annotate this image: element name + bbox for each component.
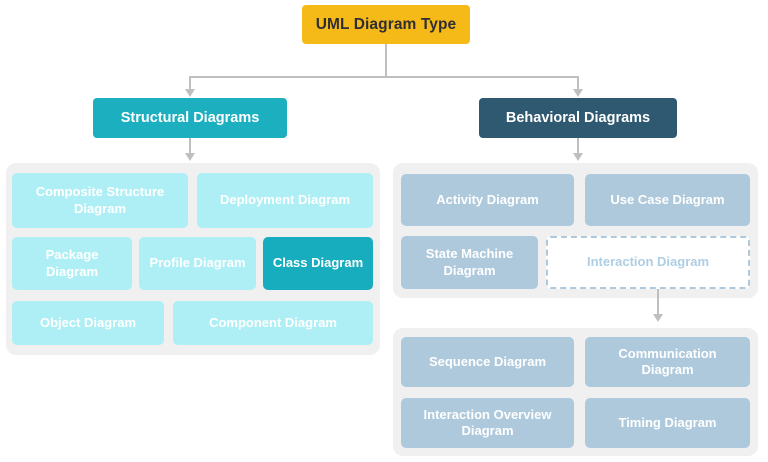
node-structural-diagrams[interactable]: Structural Diagrams xyxy=(93,98,287,138)
arrow-head-interaction-panel xyxy=(652,314,663,322)
connector-to-behavioral xyxy=(577,76,579,90)
arrow-head-behavioral-panel xyxy=(572,153,583,161)
arrow-head-structural-panel xyxy=(184,153,195,161)
connector-to-structural xyxy=(189,76,191,90)
leaf-timing-diagram[interactable]: Timing Diagram xyxy=(585,398,750,448)
leaf-composite-structure-diagram[interactable]: Composite Structure Diagram xyxy=(12,173,188,228)
connector-root-bus xyxy=(189,76,579,78)
node-uml-diagram-type[interactable]: UML Diagram Type xyxy=(302,5,470,44)
leaf-component-diagram[interactable]: Component Diagram xyxy=(173,301,373,345)
leaf-label: Communication Diagram xyxy=(618,345,717,377)
leaf-label: Activity Diagram xyxy=(436,191,539,207)
node-label: UML Diagram Type xyxy=(315,15,457,33)
leaf-label: Object Diagram xyxy=(39,314,137,330)
leaf-interaction-diagram[interactable]: Interaction Diagram xyxy=(546,236,750,289)
leaf-label: Deployment Diagram xyxy=(219,192,351,208)
leaf-label: Profile Diagram xyxy=(149,255,246,271)
leaf-activity-diagram[interactable]: Activity Diagram xyxy=(401,174,574,226)
connector-root-stem xyxy=(385,44,387,78)
arrow-head-structural xyxy=(184,89,195,97)
leaf-label: Class Diagram xyxy=(272,255,364,271)
leaf-object-diagram[interactable]: Object Diagram xyxy=(12,301,164,345)
leaf-label: Interaction Overview Diagram xyxy=(423,406,552,438)
connector-structural-to-panel xyxy=(189,138,191,154)
leaf-label: Component Diagram xyxy=(209,314,337,330)
connector-behavioral-to-panel xyxy=(577,138,579,154)
leaf-profile-diagram[interactable]: Profile Diagram xyxy=(139,237,256,290)
leaf-label: Package Diagram xyxy=(45,247,99,279)
node-label: Behavioral Diagrams xyxy=(505,109,651,126)
arrow-head-behavioral xyxy=(572,89,583,97)
leaf-sequence-diagram[interactable]: Sequence Diagram xyxy=(401,337,574,387)
node-behavioral-diagrams[interactable]: Behavioral Diagrams xyxy=(479,98,677,138)
leaf-package-diagram[interactable]: Package Diagram xyxy=(12,237,132,290)
node-label: Structural Diagrams xyxy=(120,109,260,126)
leaf-deployment-diagram[interactable]: Deployment Diagram xyxy=(197,173,373,228)
leaf-use-case-diagram[interactable]: Use Case Diagram xyxy=(585,174,750,226)
connector-interaction-to-panel xyxy=(657,289,659,315)
leaf-state-machine-diagram[interactable]: State Machine Diagram xyxy=(401,236,538,289)
leaf-label: Interaction Diagram xyxy=(586,254,710,270)
leaf-label: Composite Structure Diagram xyxy=(35,184,165,216)
leaf-label: Use Case Diagram xyxy=(610,191,725,207)
leaf-label: Timing Diagram xyxy=(618,414,717,430)
leaf-interaction-overview-diagram[interactable]: Interaction Overview Diagram xyxy=(401,398,574,448)
leaf-class-diagram[interactable]: Class Diagram xyxy=(263,237,373,290)
leaf-label: State Machine Diagram xyxy=(425,246,514,278)
leaf-communication-diagram[interactable]: Communication Diagram xyxy=(585,337,750,387)
leaf-label: Sequence Diagram xyxy=(428,353,547,369)
